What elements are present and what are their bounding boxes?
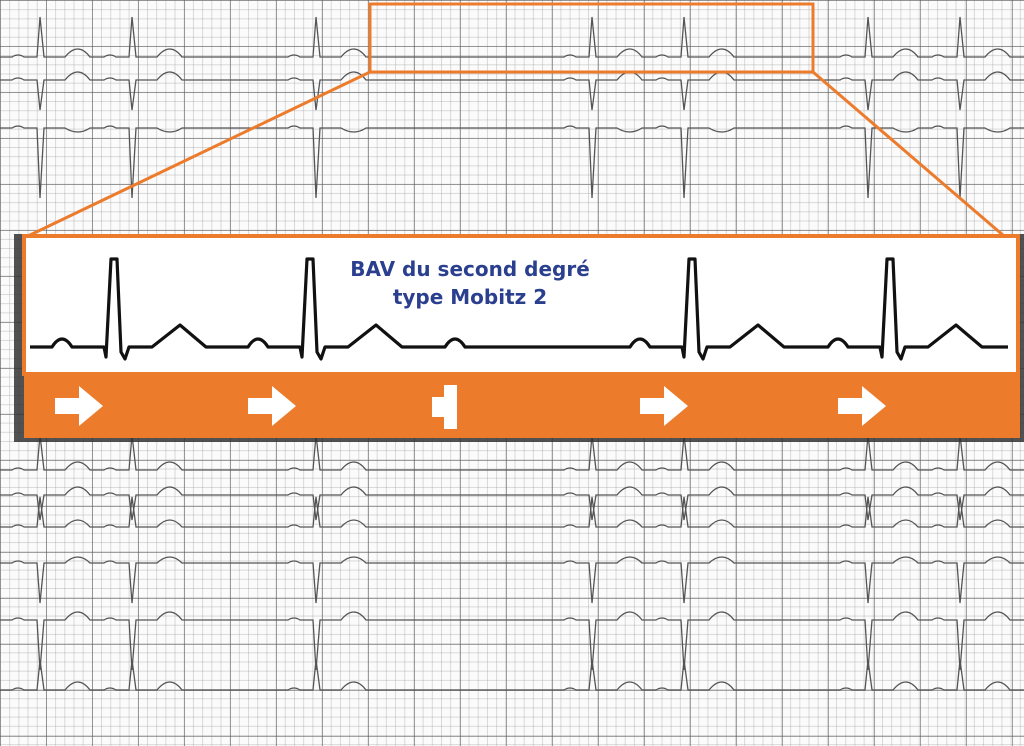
background-ecg-lead-trace — [0, 71, 1024, 111]
diagnosis-title: BAV du second degré type Mobitz 2 — [300, 255, 640, 311]
inset-panel — [22, 234, 1020, 376]
right-arrow-icon — [838, 386, 886, 426]
zoom-source-box — [368, 2, 815, 74]
right-arrow-icon — [248, 386, 296, 426]
ecg-rhythm-strip-trace — [30, 257, 1008, 361]
background-ecg-lead-trace — [0, 125, 1024, 199]
zoom-line-left — [27, 70, 371, 238]
title-line-1: BAV du second degré — [350, 257, 590, 281]
background-ecg-lead-trace — [0, 659, 1024, 691]
background-ecg-lead-trace — [0, 16, 1024, 58]
title-line-2: type Mobitz 2 — [392, 285, 548, 309]
background-ecg-lead-trace — [0, 611, 1024, 671]
right-arrow-icon — [55, 386, 103, 426]
right-arrow-icon — [640, 386, 688, 426]
background-ecg-lead-trace — [0, 486, 1024, 521]
background-ecg-lead-trace — [0, 496, 1024, 528]
block-bar-icon — [432, 385, 457, 429]
zoom-line-right — [812, 70, 1005, 238]
background-ecg-lead-trace — [0, 556, 1024, 604]
